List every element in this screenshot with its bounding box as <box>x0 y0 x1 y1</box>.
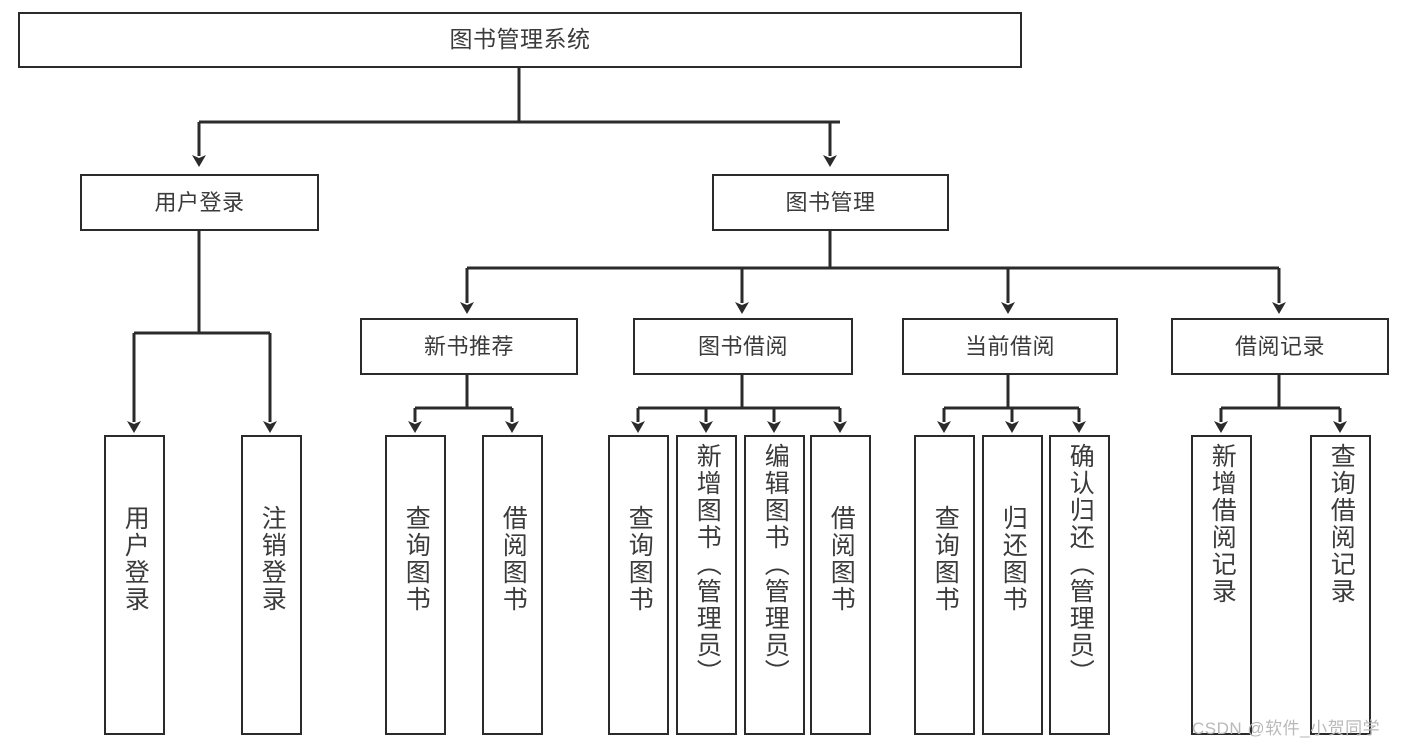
node-label: 借阅图书 <box>827 505 856 613</box>
node-borrow-record[interactable]: 借阅记录 <box>1171 318 1389 375</box>
node-label: 图书管理系统 <box>449 26 591 53</box>
node-label: 查询图书 <box>402 505 431 613</box>
node-leaf-add-book-admin[interactable]: 新增图书（管理员） <box>676 435 737 735</box>
node-book-borrow[interactable]: 图书借阅 <box>633 318 853 375</box>
node-leaf-confirm-return-admin[interactable]: 确认归还（管理员） <box>1049 435 1110 735</box>
node-label: 用户登录 <box>121 505 150 613</box>
node-label: 借阅记录 <box>1234 333 1325 359</box>
node-book-management[interactable]: 图书管理 <box>712 174 949 231</box>
node-leaf-query-borrow-record[interactable]: 查询借阅记录 <box>1310 435 1371 735</box>
node-leaf-edit-book-admin[interactable]: 编辑图书（管理员） <box>744 435 805 735</box>
node-leaf-borrow-book-recommend[interactable]: 借阅图书 <box>482 435 543 735</box>
node-root-book-management-system[interactable]: 图书管理系统 <box>18 12 1022 68</box>
node-label: 确认归还（管理员） <box>1066 443 1095 686</box>
node-leaf-query-book-recommend[interactable]: 查询图书 <box>385 435 446 735</box>
node-label: 新增借阅记录 <box>1208 443 1237 605</box>
watermark-text: CSDN @软件_小贺同学 <box>1192 719 1381 738</box>
node-current-borrow[interactable]: 当前借阅 <box>902 318 1118 375</box>
node-leaf-logout[interactable]: 注销登录 <box>241 435 302 735</box>
node-leaf-add-borrow-record[interactable]: 新增借阅记录 <box>1191 435 1252 735</box>
node-label: 查询图书 <box>931 505 960 613</box>
node-user-login[interactable]: 用户登录 <box>80 174 319 231</box>
node-label: 图书借阅 <box>697 333 788 359</box>
node-leaf-query-book-borrow[interactable]: 查询图书 <box>608 435 669 735</box>
node-label: 新书推荐 <box>423 333 514 359</box>
node-leaf-user-login[interactable]: 用户登录 <box>104 435 165 735</box>
node-label: 当前借阅 <box>964 333 1055 359</box>
node-label: 借阅图书 <box>499 505 528 613</box>
node-leaf-return-book[interactable]: 归还图书 <box>982 435 1043 735</box>
node-label: 新增图书（管理员） <box>693 443 722 686</box>
node-leaf-query-book-current[interactable]: 查询图书 <box>914 435 975 735</box>
node-leaf-borrow-book[interactable]: 借阅图书 <box>810 435 871 735</box>
node-label: 编辑图书（管理员） <box>761 443 790 686</box>
node-new-book-recommend[interactable]: 新书推荐 <box>360 318 578 375</box>
node-label: 归还图书 <box>999 505 1028 613</box>
node-label: 图书管理 <box>785 189 876 215</box>
node-label: 查询借阅记录 <box>1327 443 1356 605</box>
node-label: 用户登录 <box>154 189 245 215</box>
node-label: 查询图书 <box>625 505 654 613</box>
node-label: 注销登录 <box>258 505 287 613</box>
